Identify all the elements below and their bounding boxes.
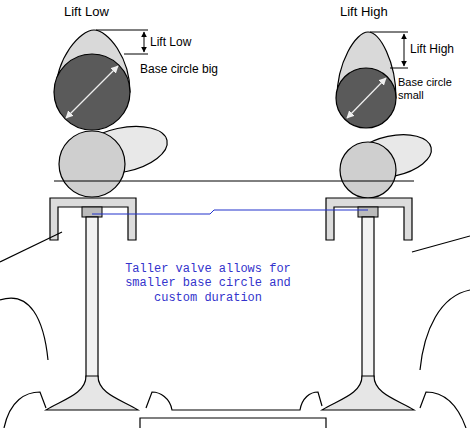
height-line [214,209,368,210]
valve-left [46,217,138,410]
dimension-label: Lift Low [150,35,191,49]
cam-assembly-left [59,119,172,197]
height-line [92,213,210,214]
part-label: Base circle big [140,62,218,76]
part-label: Base circle small [398,76,466,102]
dimension-label: Lift High [410,42,454,56]
reference-line [54,181,414,182]
cam-high-lift [336,32,408,128]
cam-title: Lift High [340,4,388,20]
height-line [210,210,214,214]
cam-assembly-right [340,128,435,198]
valve-right [322,217,414,410]
cam-title: Lift Low [64,4,109,20]
cylinder-head [0,232,470,428]
note-text: Taller valve allows for smaller base cir… [110,262,306,305]
cam-low-lift [54,30,148,130]
